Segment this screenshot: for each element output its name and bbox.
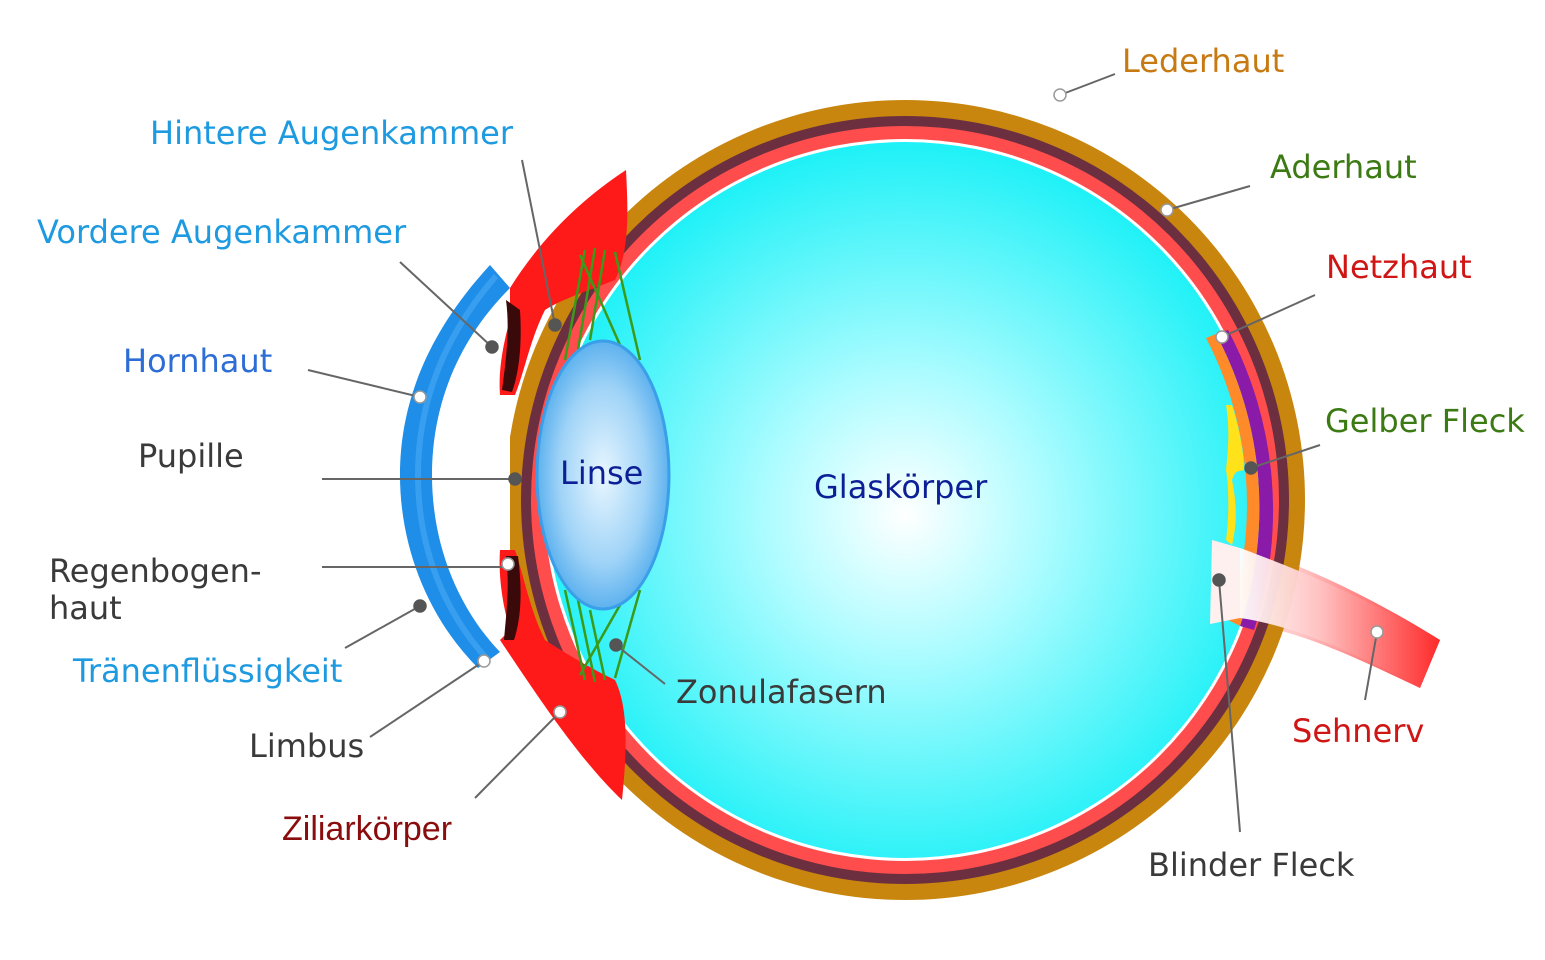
ciliary-body-upper xyxy=(499,170,628,395)
label-lederhaut: Lederhaut xyxy=(1122,42,1284,80)
label-traenenfluessigkeit: Tränenflüssigkeit xyxy=(72,652,342,690)
iris-upper xyxy=(502,300,521,392)
label-glaskoerper: Glaskörper xyxy=(814,468,988,506)
label-ziliarkoerper: Ziliarkörper xyxy=(282,810,452,848)
label-linse: Linse xyxy=(560,454,643,492)
label-regenbogenhaut-line2: haut xyxy=(49,589,122,627)
label-gelber-fleck: Gelber Fleck xyxy=(1325,402,1525,440)
vitreous-body xyxy=(547,142,1263,858)
label-zonulafasern: Zonulafasern xyxy=(676,673,887,711)
zonular-fibers xyxy=(563,247,642,683)
lens xyxy=(535,339,671,611)
anterior-cutout xyxy=(440,265,510,680)
label-netzhaut: Netzhaut xyxy=(1326,248,1472,286)
label-regenbogenhaut-line1: Regenbogen- xyxy=(49,552,261,590)
label-pupille: Pupille xyxy=(138,437,244,475)
optic-nerve-outer xyxy=(1240,548,1440,688)
ciliary-body-lower xyxy=(499,550,626,800)
cornea-highlight xyxy=(414,274,499,663)
marker-dots xyxy=(413,88,1384,719)
leader-lines xyxy=(307,73,1378,833)
label-hintere-augenkammer: Hintere Augenkammer xyxy=(150,114,514,152)
choroid-posterior-purple xyxy=(1216,330,1274,630)
macula-spot xyxy=(1226,405,1244,545)
label-limbus: Limbus xyxy=(249,727,364,765)
label-blinder-fleck: Blinder Fleck xyxy=(1148,846,1355,884)
label-aderhaut: Aderhaut xyxy=(1270,148,1417,186)
label-hornhaut: Hornhaut xyxy=(123,342,272,380)
iris-lower xyxy=(504,556,521,640)
label-vordere-augenkammer: Vordere Augenkammer xyxy=(37,213,407,251)
label-sehnerv: Sehnerv xyxy=(1292,712,1424,750)
